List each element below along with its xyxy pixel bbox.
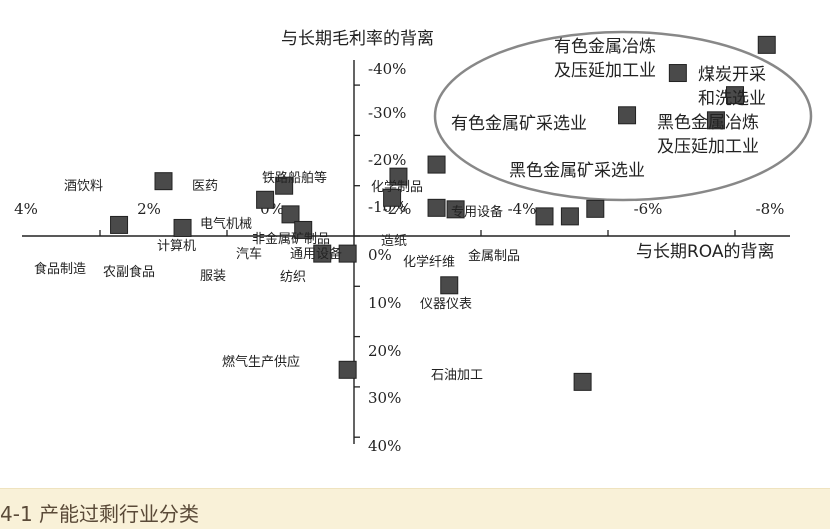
- y-ticks: -40%-30%-20%-10%0%10%20%30%40%: [354, 34, 406, 455]
- data-point-20: [668, 64, 687, 83]
- data-point-16: [338, 244, 357, 263]
- data-label-15: 服装: [200, 269, 226, 284]
- data-point-17: [440, 276, 459, 295]
- figure-caption: 4-1 产能过剩行业分类: [0, 502, 200, 526]
- data-label-14: 农副食品: [103, 264, 155, 280]
- data-label-6: 汽车: [236, 246, 262, 262]
- data-label-13: 食品制造: [34, 261, 86, 277]
- y-tick-label: 20%: [368, 342, 401, 360]
- y-tick-label: 0%: [368, 246, 392, 264]
- data-point-0: [154, 172, 173, 191]
- data-label-18: 燃气生产供应: [222, 354, 300, 370]
- y-tick-label: 40%: [368, 437, 401, 455]
- data-point-8: [427, 198, 446, 217]
- data-label-21-line0: 煤炭开采: [698, 65, 766, 85]
- data-point-24: [706, 111, 725, 130]
- data-point-5: [281, 205, 300, 224]
- x-tick-label: -8%: [756, 200, 785, 218]
- data-point-3: [427, 155, 446, 174]
- data-label-12: 金属制品: [468, 248, 520, 264]
- data-label-4: 电气机械: [200, 216, 252, 232]
- y-tick-label: 10%: [368, 294, 401, 312]
- data-label-20-line0: 有色金属冶炼: [554, 37, 656, 57]
- data-point-19: [573, 372, 592, 391]
- data-point-4: [256, 190, 275, 209]
- data-label-19: 石油加工: [431, 368, 483, 383]
- data-point-6: [294, 220, 313, 239]
- x-tick-label: 4%: [14, 200, 38, 218]
- data-point-18: [338, 360, 357, 379]
- data-label-23-line1: 及压延加工业: [657, 137, 759, 157]
- data-point-1: [275, 176, 294, 195]
- x-tick-label: -4%: [508, 200, 537, 218]
- x-tick-label: -6%: [634, 200, 663, 218]
- y-axis-title: 与长期毛利率的背离: [281, 29, 434, 49]
- data-point-11: [535, 207, 554, 226]
- x-ticks: 4%2%0%-2%-4%-6%-8%: [14, 200, 785, 236]
- data-label-7: 非金属矿制品: [252, 231, 330, 247]
- data-point-12: [560, 207, 579, 226]
- x-axis-title: 与长期ROA的背离: [636, 242, 775, 262]
- y-tick-label: 30%: [368, 389, 401, 407]
- y-tick-label: -30%: [368, 104, 406, 122]
- data-point-2: [389, 167, 408, 186]
- x-tick-label: 2%: [137, 200, 161, 218]
- y-tick-label: -40%: [368, 60, 406, 78]
- data-label-11: 化学纤维: [403, 254, 455, 270]
- data-point-15: [313, 244, 332, 263]
- y-tick-label: -20%: [368, 151, 406, 169]
- data-label-8: 通用设备: [290, 246, 342, 262]
- highlight-ellipse: [433, 30, 813, 202]
- data-label-21-line1: 和洗选业: [698, 89, 766, 109]
- data-label-3: 化学制品: [371, 179, 423, 195]
- data-point-9: [446, 200, 465, 219]
- data-point-14: [173, 218, 192, 237]
- data-label-24: 黑色金属矿采选业: [509, 161, 645, 181]
- data-label-2: 铁路船舶等: [262, 170, 327, 186]
- data-points: [110, 35, 776, 391]
- data-point-22: [618, 106, 637, 125]
- data-label-1: 医药: [192, 179, 218, 194]
- data-label-22: 有色金属矿采选业: [451, 114, 587, 134]
- data-point-7: [383, 188, 402, 207]
- data-label-0: 酒饮料: [64, 179, 103, 194]
- chart: 与长期毛利率的背离 与长期ROA的背离 4%2%0%-2%-4%-6%-8% -…: [14, 29, 813, 455]
- data-point-10: [586, 199, 605, 218]
- data-label-5: 计算机: [157, 239, 196, 254]
- data-label-23-line0: 黑色金属冶炼: [657, 113, 759, 133]
- data-label-16: 纺织: [280, 270, 306, 285]
- data-label-20-line1: 及压延加工业: [554, 61, 656, 81]
- scatter-plot: 与长期毛利率的背离 与长期ROA的背离 4%2%0%-2%-4%-6%-8% -…: [14, 29, 813, 455]
- data-label-10: 专用设备: [451, 204, 503, 220]
- data-label-9: 造纸: [381, 234, 407, 249]
- data-point-23: [726, 86, 744, 105]
- caption-bar: 4-1 产能过剩行业分类: [0, 488, 830, 529]
- data-point-13: [110, 215, 129, 234]
- data-label-17: 仪器仪表: [420, 297, 472, 312]
- data-point-21: [757, 35, 776, 54]
